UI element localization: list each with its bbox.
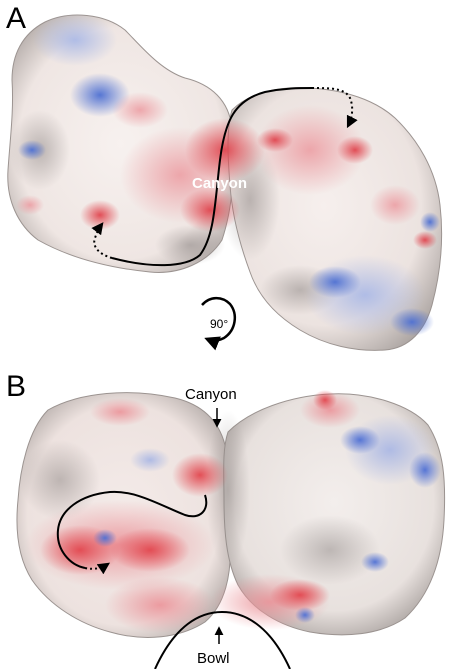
panel-b-surface <box>16 390 446 669</box>
canyon-path-a <box>111 87 313 267</box>
panel-a: A Canyon 90° <box>6 2 443 351</box>
canyon-label-a: Canyon <box>192 175 248 192</box>
rotation-label: 90° <box>210 317 229 331</box>
panel-letter-a: A <box>6 2 27 35</box>
panel-a-surface <box>7 14 443 351</box>
panel-letter-b: B <box>6 370 27 403</box>
bowl-label: Bowl <box>197 650 230 667</box>
dotted-end-a-right <box>311 87 358 129</box>
canyon-path-b <box>56 490 208 569</box>
canyon-label-b: Canyon <box>185 386 237 403</box>
bowl-arc <box>154 610 291 669</box>
dotted-end-a-left <box>91 222 113 259</box>
panel-b: B Canyon Bowl <box>0 370 452 669</box>
rotation-arrow <box>201 296 237 351</box>
